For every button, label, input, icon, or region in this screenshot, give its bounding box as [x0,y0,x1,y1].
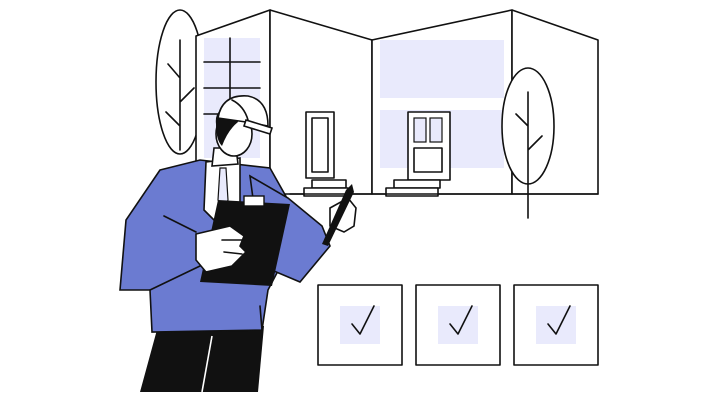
checkbox-item[interactable] [317,284,403,366]
tree-icon-right [501,67,555,219]
hard-hat-icon [217,95,274,135]
checkmark-icon [449,305,473,335]
checklist [317,284,599,366]
inspector-figure [119,95,357,393]
steps-left [311,179,347,189]
steps-right [393,179,441,189]
pen-icon [322,184,354,246]
trousers [140,326,264,392]
window-upper-right [380,40,504,98]
checkbox-item[interactable] [415,284,501,366]
checkbox-item[interactable] [513,284,599,366]
checkmark-icon [351,305,375,335]
checkmark-icon [547,305,571,335]
